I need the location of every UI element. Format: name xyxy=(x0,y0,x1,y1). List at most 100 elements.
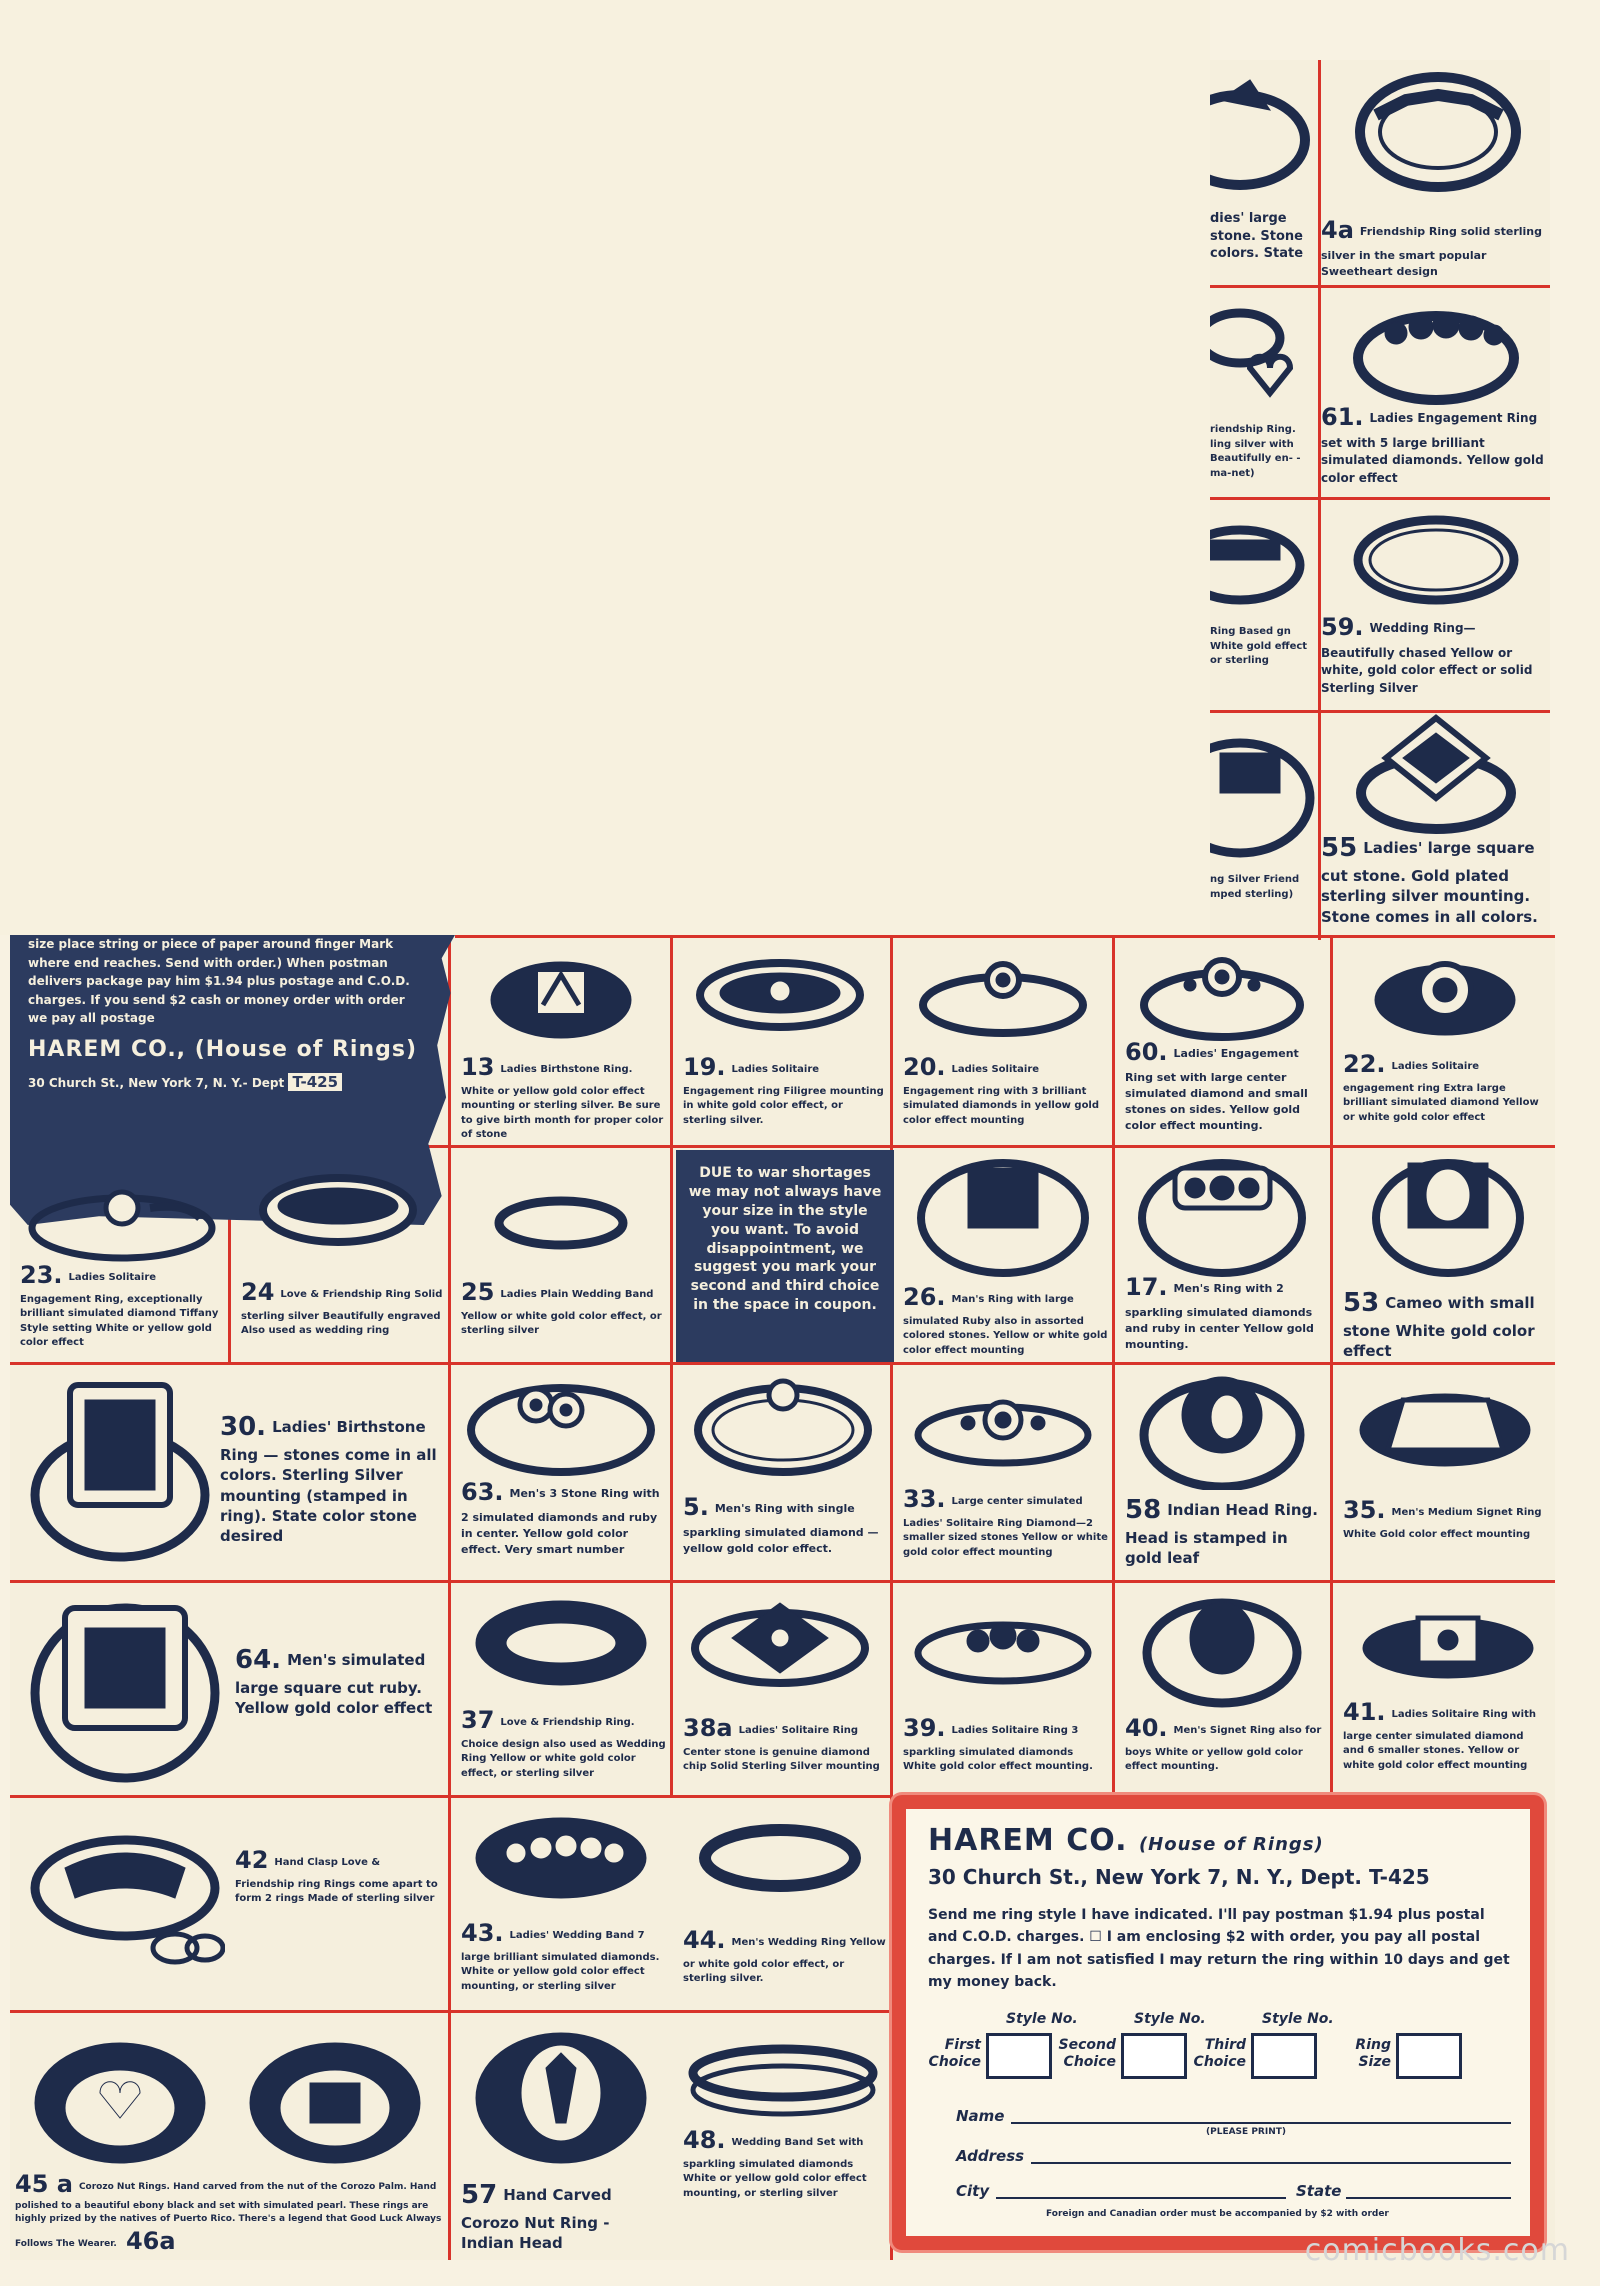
item-caption: 30.Ladies' Birthstone Ring — stones come… xyxy=(220,1410,445,1546)
ring-item-5: 5.Men's Ring with single sparkling simul… xyxy=(673,1365,890,1580)
ring-item-39: 39.Ladies Solitaire Ring 3 sparkling sim… xyxy=(893,1583,1112,1795)
ring-item-30: 30.Ladies' Birthstone Ring — stones come… xyxy=(10,1365,448,1580)
ring-item-63: 63.Men's 3 Stone Ring with 2 simulated d… xyxy=(451,1365,670,1580)
solitaire-ring-illustration xyxy=(1374,961,1516,1036)
item-number: 25 xyxy=(461,1278,495,1306)
first-choice-input[interactable] xyxy=(986,2033,1052,2079)
item-number: 22. xyxy=(1343,1050,1386,1078)
friendship-ring-illustration xyxy=(259,1174,417,1246)
ring-size-label: Ring Size xyxy=(1355,2037,1391,2070)
item-caption: 41.Ladies Solitaire Ring with large cent… xyxy=(1343,1695,1548,1773)
ring-item-22: 22.Ladies Solitaire engagement ring Extr… xyxy=(1333,935,1555,1145)
style-no-label: Style No. xyxy=(1262,2011,1334,2027)
item-caption: 23.Ladies Solitaire Engagement Ring, exc… xyxy=(20,1258,225,1351)
state-field[interactable] xyxy=(1346,2197,1511,2199)
order-instructions-panel: size place string or piece of paper arou… xyxy=(10,935,455,1225)
item-description: Indian Head Ring. Head is stamped in gol… xyxy=(1125,1501,1318,1568)
item-description: Wedding Band Set with sparkling simulate… xyxy=(683,2137,867,2199)
dept-code: T-425 xyxy=(288,1073,343,1091)
item-number: 55 xyxy=(1321,833,1358,863)
plain-wedding-band-illustration xyxy=(494,1196,628,1250)
item-description: Corozo Nut Rings. Hand carved from the n… xyxy=(15,2182,442,2249)
foreign-order-note: Foreign and Canadian order must be accom… xyxy=(1046,2209,1389,2219)
birthstone-ring-illustration xyxy=(30,1382,210,1562)
partial-ring-cell: ng Silver Friend mped sterling) xyxy=(1210,713,1318,923)
please-print-note: (PLEASE PRINT) xyxy=(1206,2127,1286,2137)
item-caption: 44.Men's Wedding Ring Yellow or white go… xyxy=(683,1923,888,1987)
grid-line xyxy=(1210,710,1550,713)
name-field[interactable] xyxy=(1011,2122,1511,2124)
birthstone-ring-illustration xyxy=(490,961,632,1039)
item-number-secondary: 46a xyxy=(125,2226,176,2255)
item-description: Wedding Ring— Beautifully chased Yellow … xyxy=(1321,621,1533,695)
partial-ring-cell: dies' large stone. Stone colors. State xyxy=(1210,60,1318,285)
partial-ring-cell: riendship Ring. ling silver with Beautif… xyxy=(1210,288,1318,497)
third-choice-input[interactable] xyxy=(1251,2033,1317,2079)
first-choice-label: First Choice xyxy=(928,2037,981,2070)
style-no-label: Style No. xyxy=(1134,2011,1206,2027)
ring-item-59: 59.Wedding Ring— Beautifully chased Yell… xyxy=(1321,500,1550,710)
order-instructions: size place string or piece of paper arou… xyxy=(28,937,410,1026)
item-caption: 26.Man's Ring with large simulated Ruby … xyxy=(903,1280,1108,1358)
ring-size-input[interactable] xyxy=(1396,2033,1462,2079)
item-description: Ladies Solitaire Engagement ring Filigre… xyxy=(683,1064,884,1126)
ring-item-26: 26.Man's Ring with large simulated Ruby … xyxy=(893,1148,1112,1362)
item-caption: 60.Ladies' Engagement Ring set with larg… xyxy=(1125,1035,1325,1134)
item-number: 33. xyxy=(903,1485,946,1513)
item-number: 38a xyxy=(683,1714,733,1742)
coupon-company-subtitle: (House of Rings) xyxy=(1138,1834,1324,1855)
ring-illustration xyxy=(1210,79,1310,190)
partial-ring-cell: Ring Based gn White gold effect or sterl… xyxy=(1210,500,1318,710)
mens-wedding-ring-illustration xyxy=(699,1824,861,1892)
item-number: 24 xyxy=(241,1278,275,1306)
grid-line xyxy=(448,935,451,2260)
address-field[interactable] xyxy=(1031,2162,1511,2164)
ring-item-41: 41.Ladies Solitaire Ring with large cent… xyxy=(1333,1583,1555,1795)
item-number: 41. xyxy=(1343,1698,1386,1726)
city-field[interactable] xyxy=(996,2197,1286,2199)
tiffany-ring-illustration xyxy=(28,1189,216,1262)
second-choice-input[interactable] xyxy=(1121,2033,1187,2079)
item-caption: 39.Ladies Solitaire Ring 3 sparkling sim… xyxy=(903,1711,1108,1775)
item-caption: 40.Men's Signet Ring also for boys White… xyxy=(1125,1711,1325,1775)
war-shortage-notice: DUE to war shortages we may not always h… xyxy=(676,1150,894,1362)
partial-caption: dies' large stone. Stone colors. State xyxy=(1210,211,1304,262)
ring-item-60: 60.Ladies' Engagement Ring set with larg… xyxy=(1115,935,1330,1145)
grid-line xyxy=(10,1145,1555,1148)
address-label: Address xyxy=(956,2147,1025,2165)
item-caption: 43.Ladies' Wedding Band 7 large brillian… xyxy=(461,1916,666,1994)
city-label: City xyxy=(956,2182,990,2200)
item-caption: 20.Ladies Solitaire Engagement ring with… xyxy=(903,1050,1108,1128)
item-description: Ladies' large square cut stone. Gold pla… xyxy=(1321,839,1538,926)
item-number: 57 xyxy=(461,2180,498,2210)
item-caption: 22.Ladies Solitaire engagement ring Extr… xyxy=(1343,1047,1548,1125)
item-description: Ladies' Wedding Band 7 large brilliant s… xyxy=(461,1930,660,1992)
corozo-heart-ring-illustration xyxy=(34,2042,206,2164)
item-description: Ladies Solitaire Engagement Ring, except… xyxy=(20,1272,219,1349)
item-caption: 17.Men's Ring with 2 sparkling simulated… xyxy=(1125,1270,1325,1353)
grid-line xyxy=(670,935,673,1797)
item-description: Cameo with small stone White gold color … xyxy=(1343,1294,1535,1361)
item-number: 61. xyxy=(1321,403,1364,431)
item-number: 43. xyxy=(461,1919,504,1947)
grid-line xyxy=(1210,497,1550,500)
item-number: 17. xyxy=(1125,1273,1168,1301)
ring-item-23: 23.Ladies Solitaire Engagement Ring, exc… xyxy=(10,1148,228,1362)
coupon-terms: Send me ring style I have indicated. I'l… xyxy=(928,1907,1510,1991)
grid-line xyxy=(1210,285,1550,288)
hand-clasp-ring-illustration xyxy=(30,1835,225,1965)
